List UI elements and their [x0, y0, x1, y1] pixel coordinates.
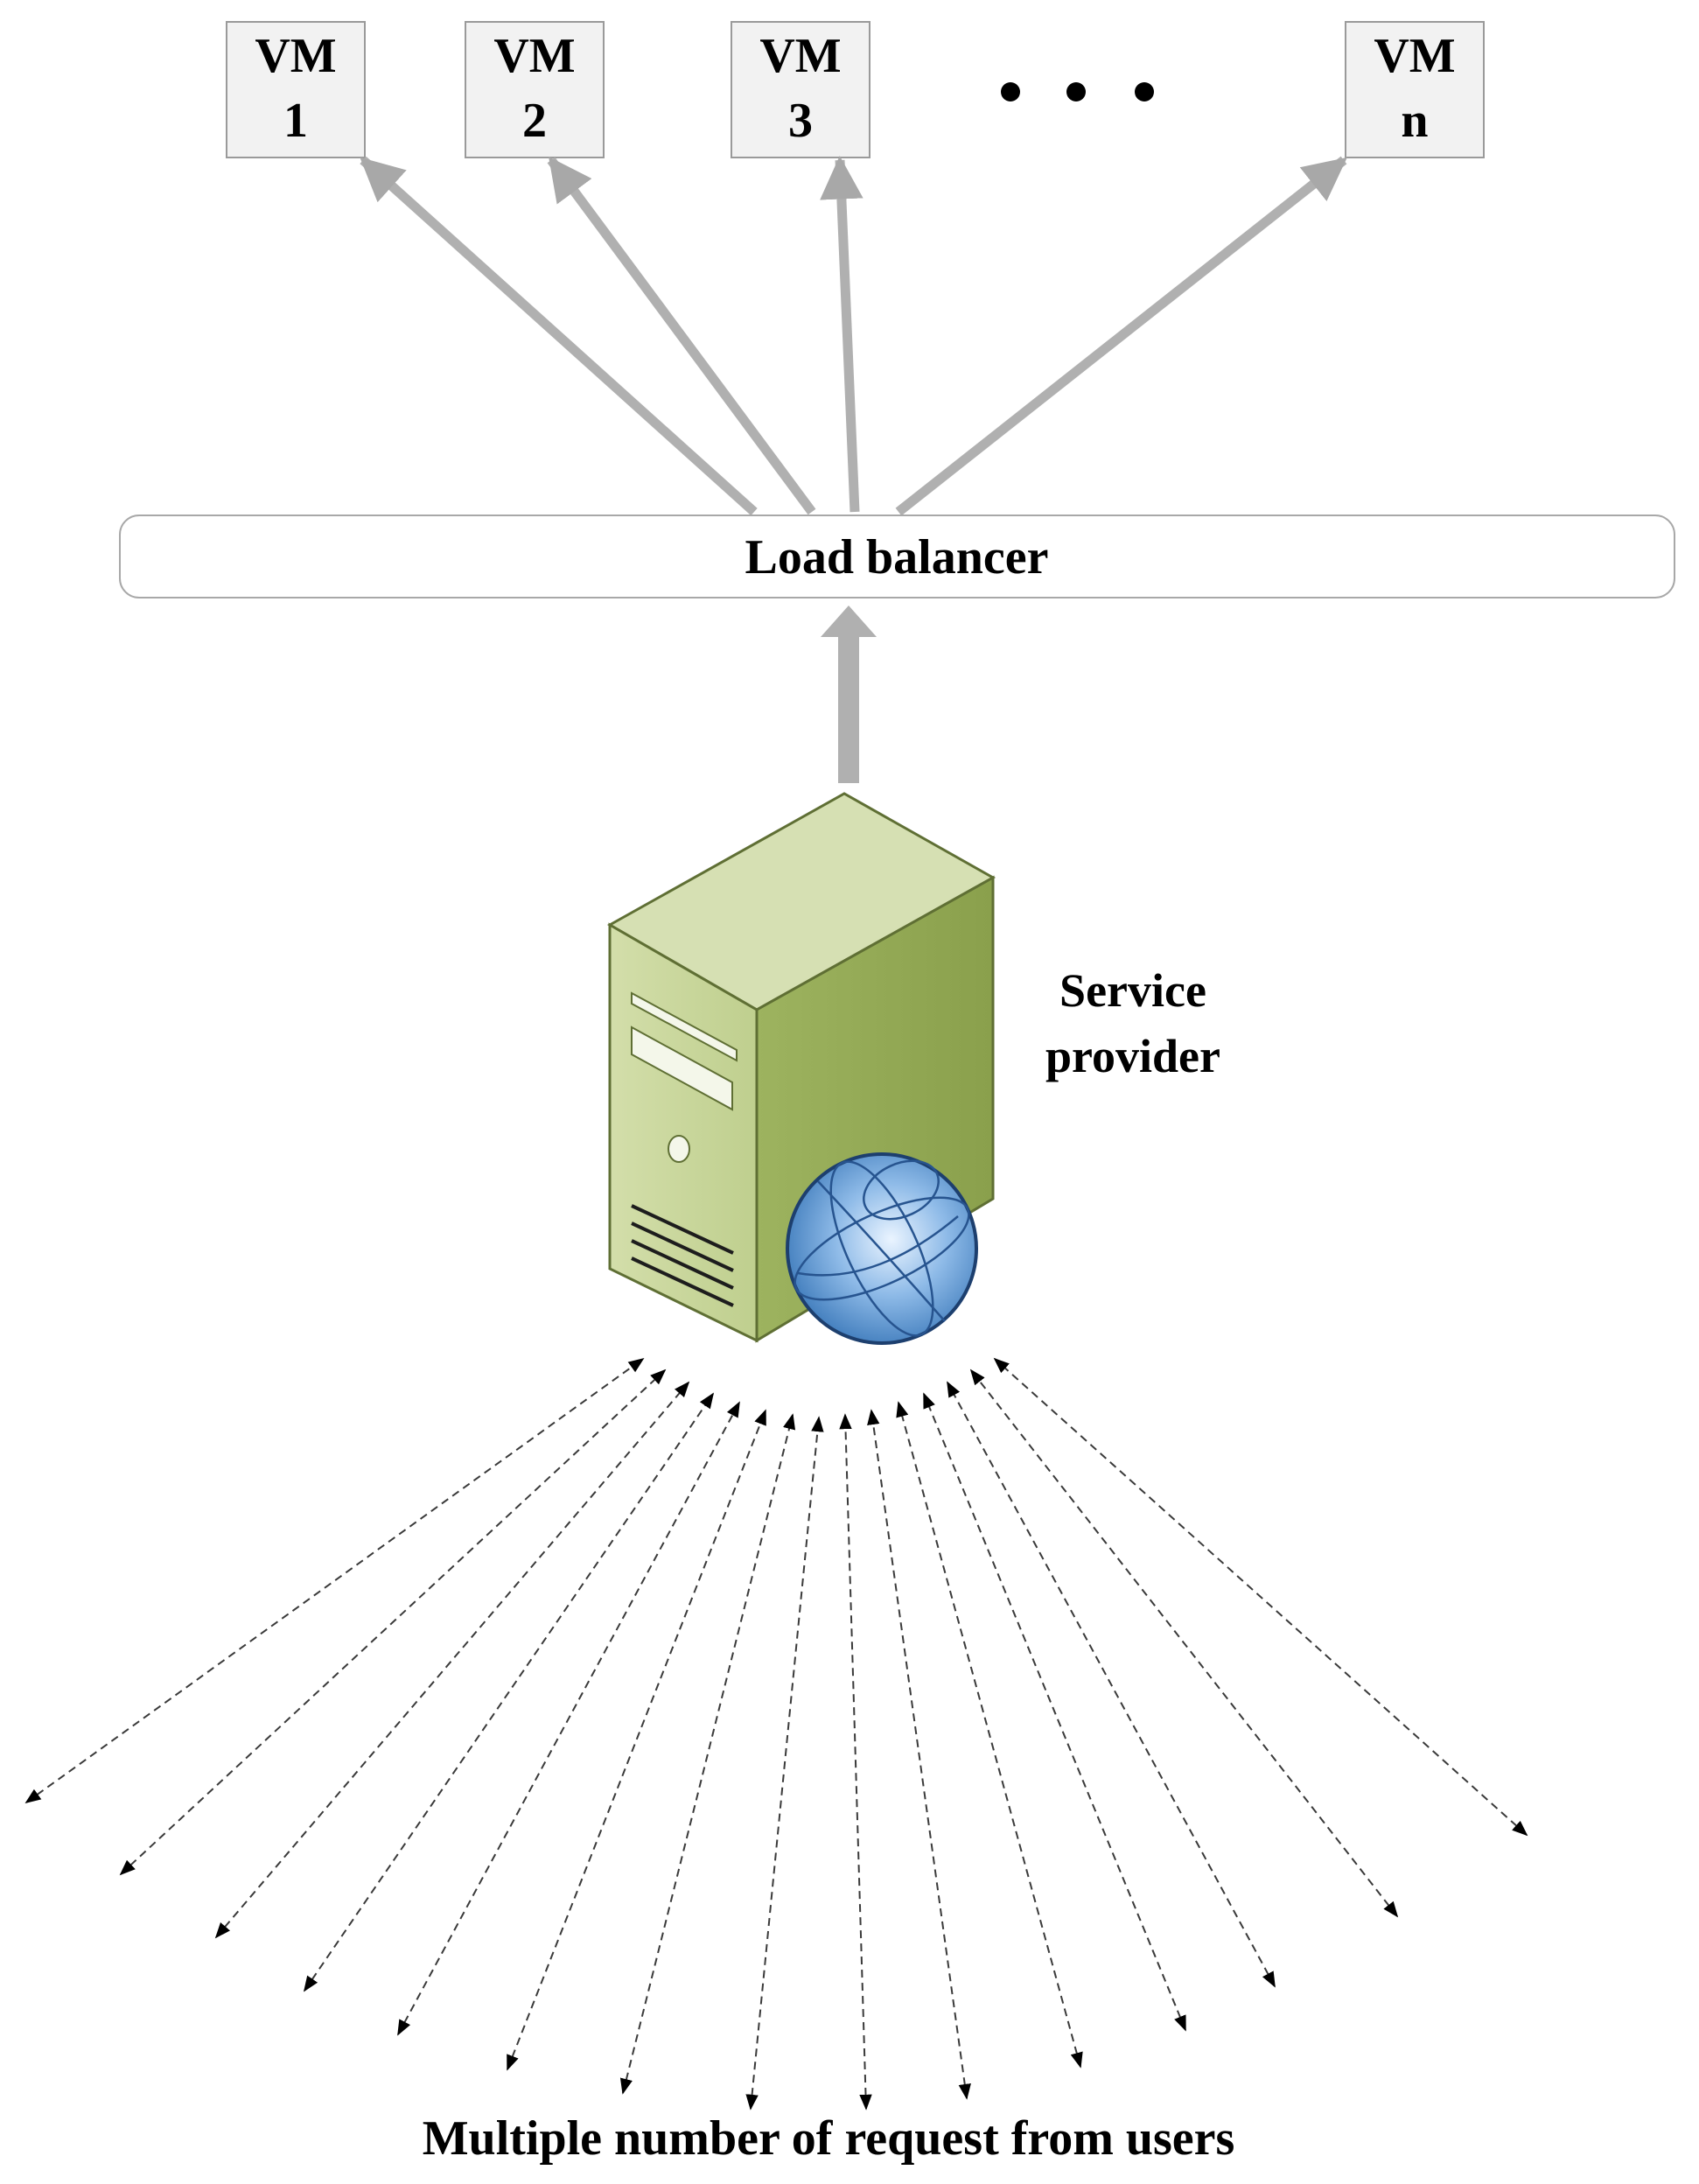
- load-balancer-box: Load balancer: [119, 514, 1675, 598]
- request-arrow: [923, 1392, 1186, 2032]
- vm-2-label: VM: [493, 29, 575, 83]
- vm-1-label: VM: [255, 29, 336, 83]
- service-provider-label-line1: Service: [1059, 964, 1206, 1017]
- bottom-caption: Multiple number of request from users: [423, 2111, 1235, 2166]
- vm-1-number: 1: [283, 94, 308, 148]
- arrow-to-vm-3: [820, 156, 863, 513]
- request-arrow: [119, 1368, 667, 1876]
- service-provider-label-line2: provider: [1045, 1030, 1220, 1082]
- request-arrow: [303, 1392, 715, 1992]
- request-arrow: [619, 1413, 796, 2095]
- request-arrow: [397, 1401, 740, 2036]
- vm-box-3: VM 3: [731, 21, 870, 158]
- user-request-arrows: [24, 1357, 1528, 2110]
- vm-3-number: 3: [788, 94, 813, 148]
- arrow-to-vm-2: [547, 157, 816, 515]
- arrow-to-vm-n: [895, 156, 1347, 516]
- vm-n-number: n: [1401, 94, 1428, 148]
- globe-icon: [786, 1152, 978, 1345]
- request-arrow: [214, 1381, 690, 1939]
- request-arrow: [947, 1381, 1276, 1988]
- load-balancer-label: Load balancer: [745, 530, 1049, 584]
- server-front-face: [608, 922, 759, 1343]
- ellipsis-dot: [1001, 82, 1020, 102]
- request-arrow: [969, 1368, 1399, 1918]
- request-arrow: [745, 1416, 824, 2110]
- arrow-to-vm-1: [360, 156, 758, 516]
- request-arrow: [896, 1401, 1083, 2068]
- vm-box-1: VM 1: [226, 21, 366, 158]
- request-arrow: [24, 1357, 645, 1804]
- request-arrow: [867, 1409, 971, 2100]
- vm-2-number: 2: [522, 94, 547, 148]
- vm-n-label: VM: [1374, 29, 1455, 83]
- vm-distribution-arrows: [360, 156, 1347, 516]
- ellipsis-dots: [1001, 82, 1154, 102]
- request-arrow: [507, 1409, 766, 2071]
- server-to-balancer-arrow: [821, 606, 877, 783]
- vm-box-2: VM 2: [465, 21, 605, 158]
- ellipsis-dot: [1135, 82, 1154, 102]
- drive-bay: [631, 991, 738, 1062]
- power-button-icon: [668, 1135, 690, 1163]
- drive-bay: [631, 1026, 733, 1111]
- request-arrow: [839, 1413, 872, 2110]
- ellipsis-dot: [1066, 82, 1086, 102]
- request-arrow: [993, 1357, 1528, 1837]
- vm-box-n: VM n: [1345, 21, 1485, 158]
- vm-3-label: VM: [759, 29, 841, 83]
- vent-lines: [631, 1204, 734, 1307]
